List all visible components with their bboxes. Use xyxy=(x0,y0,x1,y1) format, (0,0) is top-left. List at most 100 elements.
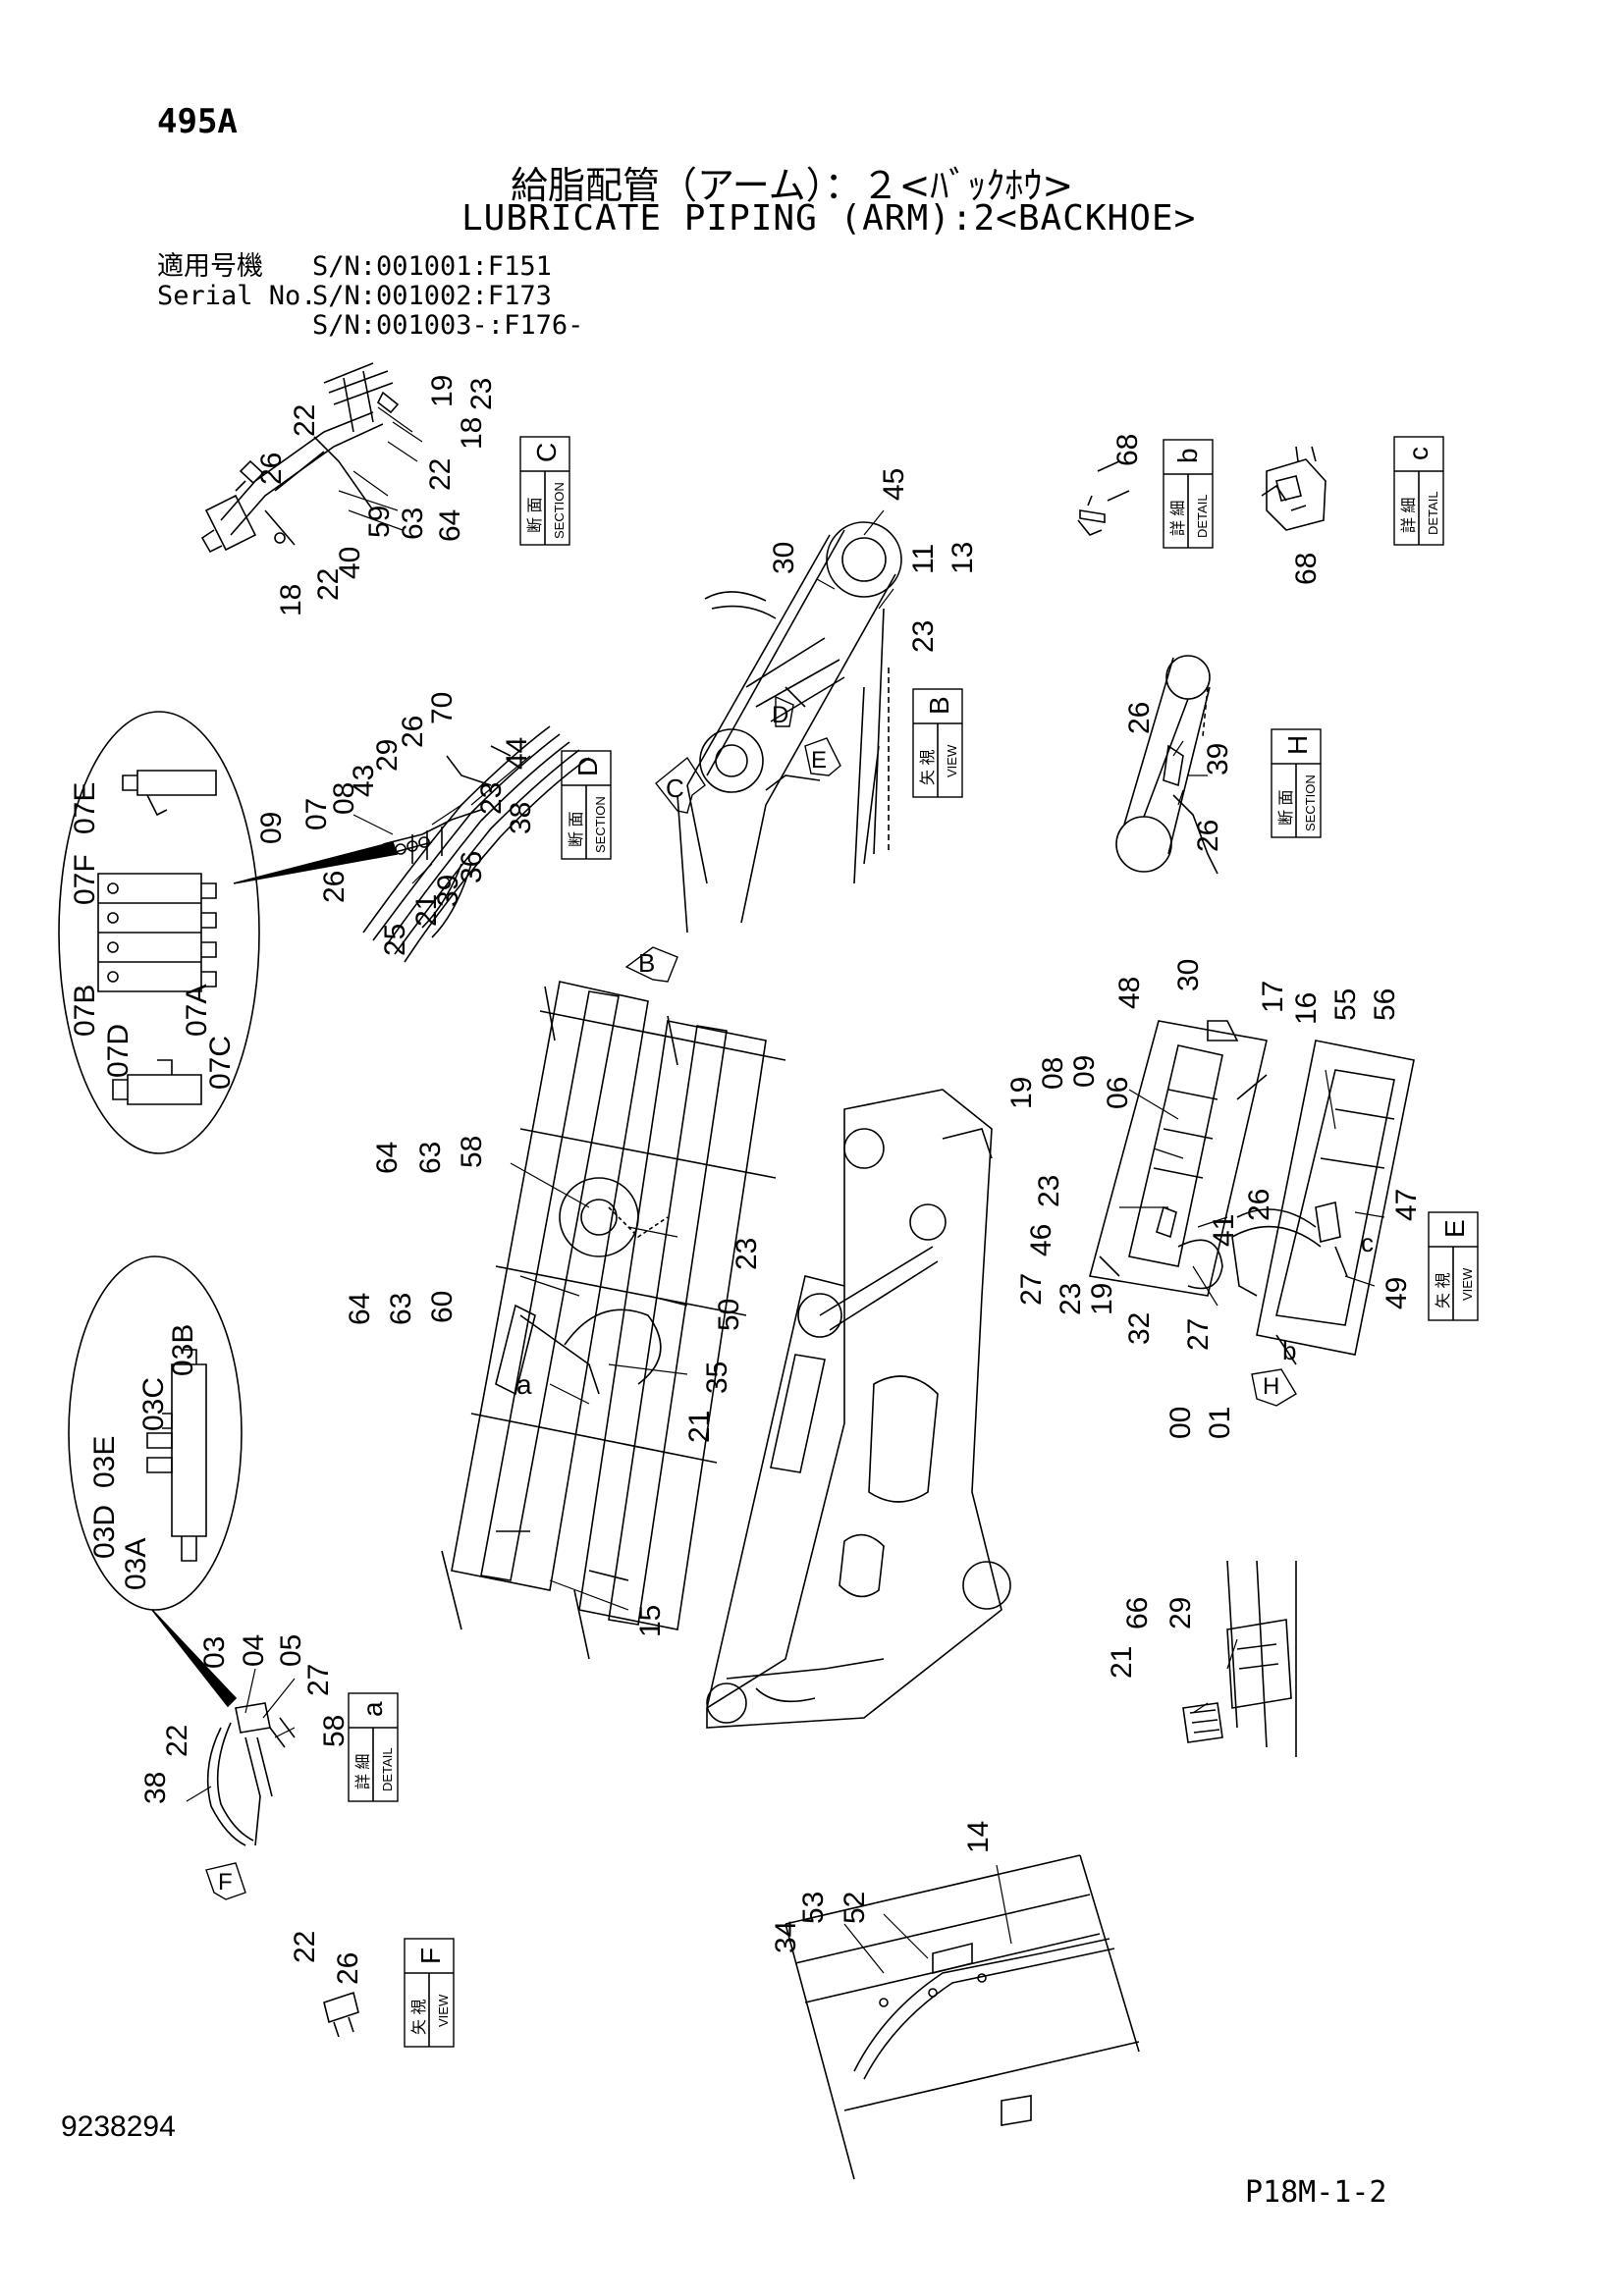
callout: 26 xyxy=(1192,820,1224,852)
callout: 40 xyxy=(334,547,366,579)
callout: 22 xyxy=(312,568,345,601)
view-arrow-e-letter: E xyxy=(811,747,827,774)
callout: 18 xyxy=(456,417,488,450)
view-arrow-f-letter: F xyxy=(218,1869,233,1896)
callout: 16 xyxy=(1290,992,1323,1025)
callout: 23 xyxy=(1033,1175,1065,1207)
view-b-arm-sketch xyxy=(677,521,902,934)
view-e-left-sketch xyxy=(1088,1020,1268,1297)
callout: 43 xyxy=(348,765,380,797)
box-letter: b xyxy=(1172,448,1203,463)
view-arrow-h-letter: H xyxy=(1263,1373,1279,1400)
box-letter: c xyxy=(1403,447,1434,460)
bottom-arm-sketch xyxy=(785,1854,1140,2180)
callout: 58 xyxy=(456,1136,488,1168)
label-box-detail-a: 詳 細 DETAIL a xyxy=(348,1692,399,1802)
box-letter: B xyxy=(924,696,954,715)
view-arrow-c-letter: C xyxy=(666,774,684,803)
applicable-label-en: Serial No. xyxy=(157,281,317,311)
valve-block-07-detail xyxy=(58,711,260,1154)
callout: 22 xyxy=(161,1725,193,1757)
callout: 07D xyxy=(102,1024,135,1078)
view-arrow-b: B xyxy=(624,946,678,983)
box-letter: H xyxy=(1282,735,1313,755)
box-word: VIEW xyxy=(945,744,959,777)
callout: 22 xyxy=(289,404,321,437)
callout: 23 xyxy=(475,782,508,815)
callout: 46 xyxy=(1025,1224,1057,1256)
callout: 63 xyxy=(397,507,429,540)
box-letter: E xyxy=(1439,1219,1470,1238)
callout: 08 xyxy=(1037,1057,1069,1090)
callout: 29 xyxy=(371,739,404,772)
box-word: VIEW xyxy=(436,1994,451,2027)
serial-list: S/N:001001:F151 S/N:001002:F173 S/N:0010… xyxy=(312,252,583,341)
detail-marker-c: c xyxy=(1361,1228,1374,1257)
view-arrow-d-letter: D xyxy=(772,702,788,728)
callout: 55 xyxy=(1329,988,1362,1021)
callout: 01 xyxy=(1204,1407,1236,1439)
callout: 19 xyxy=(1086,1283,1118,1315)
callout: 63 xyxy=(414,1142,447,1174)
box-word: VIEW xyxy=(1460,1267,1475,1301)
drawing-code: 495A xyxy=(157,102,238,141)
serial-label-block: 適用号機 Serial No. xyxy=(157,252,317,311)
box-kanji: 断 面 xyxy=(568,812,585,847)
callout: 35 xyxy=(701,1362,733,1394)
callout: 03C xyxy=(137,1377,170,1431)
view-arrow-c: C xyxy=(655,756,706,814)
box-kanji: 詳 細 xyxy=(1400,498,1418,533)
view-f-part xyxy=(323,1991,359,2038)
detail-a-piping xyxy=(206,1702,296,1846)
view-arrow-b-letter: B xyxy=(638,948,655,978)
applicable-label-jp: 適用号機 xyxy=(157,251,263,282)
callout: 05 xyxy=(275,1634,307,1667)
callout: 23 xyxy=(731,1238,763,1270)
callout: 58 xyxy=(318,1715,351,1747)
callout: 66 xyxy=(1121,1597,1154,1629)
callout: 26 xyxy=(318,871,351,903)
box-kanji: 矢 視 xyxy=(410,2000,428,2035)
callout: 07A xyxy=(181,985,213,1037)
callout: 36 xyxy=(456,851,488,883)
callout: 49 xyxy=(1380,1277,1413,1309)
callout: 03B xyxy=(167,1324,199,1376)
box-kanji: 詳 細 xyxy=(354,1754,372,1789)
box-word: DETAIL xyxy=(1195,494,1210,538)
callout: 44 xyxy=(501,737,533,770)
callout: 23 xyxy=(907,620,940,653)
box-word: DETAIL xyxy=(380,1747,395,1791)
title-english: LUBRICATE PIPING (ARM):2<BACKHOE> xyxy=(461,198,1197,239)
section-h-sketch xyxy=(1115,655,1218,875)
callout: 64 xyxy=(371,1142,404,1174)
view-arrow-e: E xyxy=(804,737,841,776)
callout: 06 xyxy=(1102,1077,1134,1109)
view-arrow-f: F xyxy=(205,1862,246,1900)
callouts: 22 19 23 18 22 26 59 63 64 40 22 18 68 6… xyxy=(69,375,1423,1985)
box-word: SECTION xyxy=(593,796,608,853)
drawing-number: 9238294 xyxy=(61,2110,176,2143)
cylinder-03-detail xyxy=(68,1255,243,1611)
box-kanji: 断 面 xyxy=(1277,790,1295,826)
callout: 70 xyxy=(426,692,459,724)
callout: 07C xyxy=(204,1036,237,1090)
label-box-view-e: 矢 視 VIEW E xyxy=(1428,1211,1479,1321)
callout: 14 xyxy=(962,1821,995,1853)
callout: 03 xyxy=(198,1636,231,1669)
callout: 56 xyxy=(1369,988,1401,1021)
arm-top-view xyxy=(441,981,786,1660)
callout: 27 xyxy=(1182,1318,1215,1351)
callout: 07 xyxy=(300,798,333,830)
callout: 03E xyxy=(88,1436,121,1488)
section-c-sketch xyxy=(200,362,400,554)
callout: 41 xyxy=(1208,1214,1240,1247)
serial-number: S/N:001001:F151 xyxy=(312,251,552,282)
box-kanji: 詳 細 xyxy=(1169,501,1187,536)
callout: 63 xyxy=(385,1293,417,1325)
callout: 22 xyxy=(424,458,457,491)
callout: 26 xyxy=(332,1952,364,1985)
callout: 39 xyxy=(432,875,464,907)
label-box-view-f: 矢 視 VIEW F xyxy=(404,1938,455,2048)
callout: 13 xyxy=(947,542,979,574)
detail-b-part xyxy=(1077,460,1130,536)
